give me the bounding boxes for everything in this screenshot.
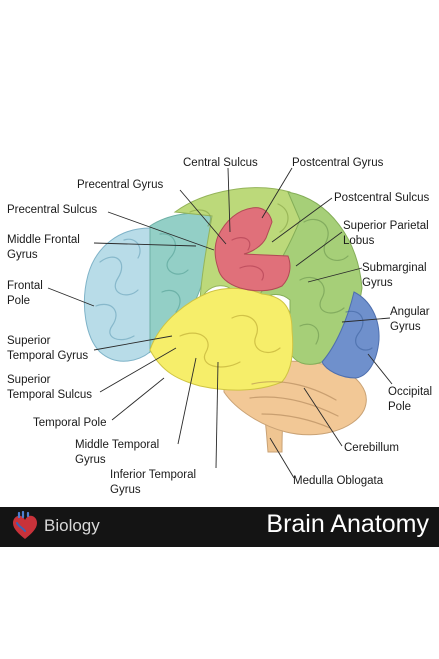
label-frontal-pole-line-1: Frontal [7,280,43,292]
label-inferior-temporal-gyrus-line-1: Inferior Temporal [110,469,196,481]
leader-precentral-gyrus [179,189,227,245]
label-middle-temporal-gyrus: Middle Temporal Gyrus [75,439,162,466]
label-superior-parietal-lobus-line-1: Superior Parietal [343,220,429,232]
label-middle-temporal-gyrus-line-2: Gyrus [75,454,106,466]
label-frontal-pole: Frontal Pole [7,280,46,307]
label-occipital-pole: Occipital Pole [388,386,435,413]
label-postcentral-gyrus: Postcentral Gyrus [292,157,384,169]
footer-title: Brain Anatomy [266,510,429,538]
label-occipital-pole-line-2: Pole [388,401,411,413]
label-superior-temporal-sulcus-line-2: Temporal Sulcus [7,389,92,401]
label-middle-temporal-gyrus-line-1: Middle Temporal [75,439,159,451]
leader-superior-temporal-sulcus [99,347,177,393]
leader-inferior-temporal-gyrus [215,361,219,469]
label-temporal-pole: Temporal Pole [33,417,107,429]
label-frontal-pole-line-2: Pole [7,295,30,307]
label-precentral-sulcus: Precentral Sulcus [7,204,97,216]
label-superior-temporal-gyrus-line-2: Temporal Gyrus [7,350,88,362]
label-superior-parietal-lobus: Superior Parietal Lobus [343,220,432,247]
label-submarginal-gyrus-line-1: Submarginal [362,262,427,274]
leader-angular-gyrus [341,317,391,323]
label-middle-frontal-gyrus-line-1: Middle Frontal [7,234,80,246]
gyri-texture [95,203,373,429]
leader-precentral-sulcus [107,211,215,251]
footer-banner: Biology Brain Anatomy [0,507,439,547]
label-middle-frontal-gyrus-line-2: Gyrus [7,249,38,261]
label-occipital-pole-line-1: Occipital [388,386,432,398]
label-cerebillum: Cerebillum [344,442,399,454]
label-superior-parietal-lobus-line-2: Lobus [343,235,375,247]
leader-medulla-oblogata [269,437,295,479]
brain-illustration [83,187,380,453]
leader-submarginal-gyrus [307,267,363,283]
label-superior-temporal-sulcus: Superior Temporal Sulcus [7,374,92,401]
label-central-sulcus: Central Sulcus [183,157,258,169]
label-superior-temporal-sulcus-line-1: Superior [7,374,51,386]
leader-temporal-pole [111,377,165,421]
label-inferior-temporal-gyrus-line-2: Gyrus [110,484,141,496]
label-superior-temporal-gyrus-line-1: Superior [7,335,51,347]
leader-occipital-pole [367,353,393,385]
label-superior-temporal-gyrus: Superior Temporal Gyrus [7,335,88,362]
label-submarginal-gyrus-line-2: Gyrus [362,277,393,289]
leader-middle-temporal-gyrus [177,357,197,445]
footer-subject: Biology [44,516,100,535]
leader-superior-parietal-lobus [295,231,343,267]
label-middle-frontal-gyrus: Middle Frontal Gyrus [7,234,83,261]
leader-superior-temporal-gyrus [93,335,173,351]
heart-icon [13,511,37,539]
brain-diagram: Central Sulcus Postcentral Gyrus Precent… [7,157,435,496]
motor-red-region [214,207,291,292]
labels: Central Sulcus Postcentral Gyrus Precent… [7,157,435,496]
leader-central-sulcus [227,167,231,233]
leader-middle-frontal-gyrus [93,242,197,247]
occipital-region [321,291,380,379]
leader-frontal-pole [47,287,95,307]
label-angular-gyrus-line-2: Gyrus [390,321,421,333]
temporal-region [149,287,294,391]
leader-cerebillum [303,387,343,447]
label-postcentral-sulcus: Postcentral Sulcus [334,192,429,204]
label-angular-gyrus: Angular Gyrus [390,306,433,333]
label-medulla-oblogata: Medulla Oblogata [293,475,384,487]
label-submarginal-gyrus: Submarginal Gyrus [362,262,430,289]
label-precentral-gyrus: Precentral Gyrus [77,179,164,191]
label-inferior-temporal-gyrus: Inferior Temporal Gyrus [110,469,199,496]
leader-postcentral-gyrus [261,167,293,219]
leader-postcentral-sulcus [271,197,333,243]
leader-lines [47,167,393,479]
label-angular-gyrus-line-1: Angular [390,306,430,318]
